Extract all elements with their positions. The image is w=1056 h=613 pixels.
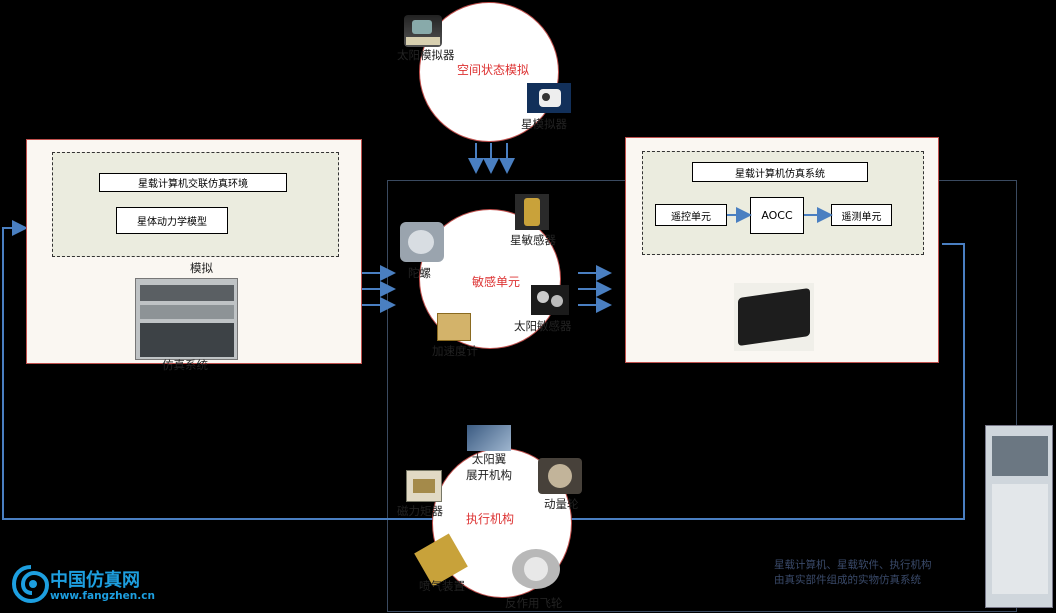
caption-text: 星载计算机、星载软件、执行机构 由真实部件组成的实物仿真系统: [774, 558, 932, 588]
thruster-label: 喷气装置: [419, 579, 465, 593]
star-sensor-label: 星敏感器: [510, 233, 556, 247]
sun-simulator-icon: [404, 15, 442, 47]
left-dashed-area: [52, 152, 339, 257]
sensor-title: 敏感单元: [472, 275, 521, 289]
logo-url: www.fangzhen.cn: [50, 590, 155, 602]
solar-wing-label: 太阳翼 展开机构: [466, 451, 512, 483]
telecontrol-unit-box: 遥控单元: [655, 204, 727, 226]
actuator-title: 执行机构: [466, 512, 515, 526]
caption-line-1: 星载计算机、星载软件、执行机构: [774, 559, 932, 571]
solar-wing-icon: [467, 425, 511, 451]
gyro-icon: [400, 222, 444, 262]
logo-name: 中国仿真网: [50, 570, 140, 591]
sim-system-label: 仿真系统: [162, 358, 208, 372]
sun-simulator-label: 太阳模拟器: [397, 48, 455, 62]
caption-line-2: 由真实部件组成的实物仿真系统: [774, 574, 921, 586]
computer-sim-title-box: 星载计算机仿真系统: [692, 162, 868, 182]
accelerometer-label: 加速度计: [432, 344, 478, 358]
reaction-wheel-icon: [512, 549, 560, 589]
momentum-wheel-label: 动量轮: [544, 497, 579, 511]
star-simulator-icon: [527, 83, 571, 113]
sun-sensor-icon: [531, 285, 569, 315]
momentum-wheel-icon: [538, 458, 582, 494]
star-sensor-icon: [515, 194, 549, 230]
env-label-box: 星载计算机交联仿真环境: [99, 173, 287, 192]
gyro-label: 陀螺: [408, 266, 431, 280]
accelerometer-icon: [437, 313, 471, 341]
reaction-wheel-label: 反作用飞轮: [505, 596, 563, 610]
space-sim-circle: [419, 2, 559, 142]
sim-arrow-label: 模拟: [190, 261, 213, 275]
magnetic-torquer-label: 磁力矩器: [397, 504, 443, 518]
sim-system-rack-icon: [135, 278, 238, 360]
logo-swirl-icon: [12, 565, 50, 604]
sun-sensor-label: 太阳敏感器: [514, 319, 572, 333]
star-simulator-label: 星模拟器: [521, 117, 567, 131]
dynamics-model-box: 星体动力学模型: [116, 207, 228, 234]
magnetic-torquer-icon: [406, 470, 442, 502]
space-sim-title: 空间状态模拟: [457, 63, 530, 77]
solar-wing-label-text: 太阳翼 展开机构: [466, 452, 512, 482]
hardware-rack-icon: [985, 425, 1053, 608]
aocc-box: AOCC: [750, 197, 804, 234]
onboard-computer-icon: [734, 283, 814, 351]
